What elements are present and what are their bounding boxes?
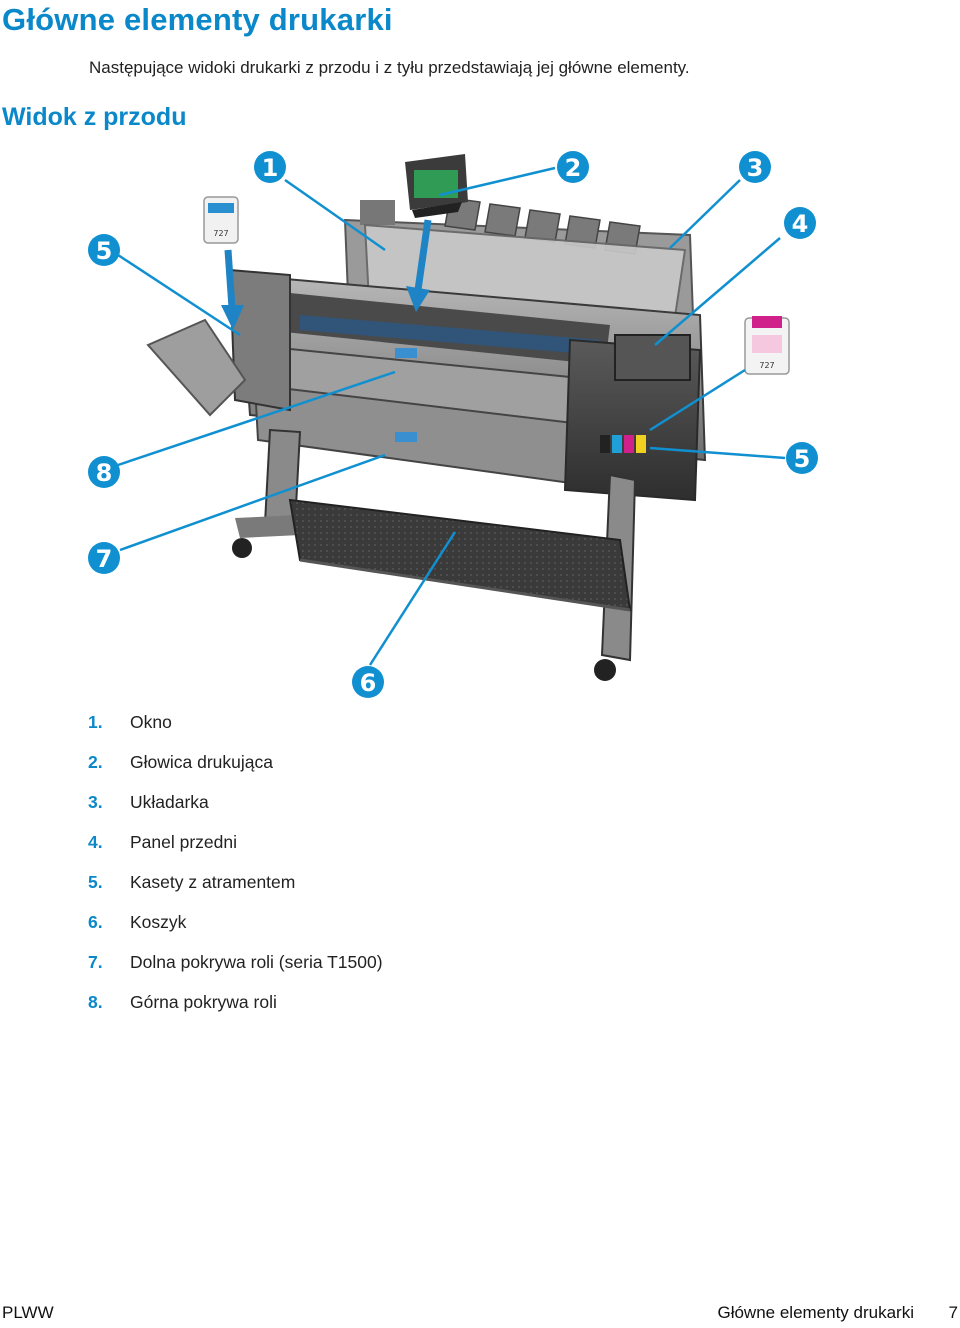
callout-5-left: 5 [88,234,120,266]
callout-3: 3 [739,151,771,183]
section-title: Widok z przodu [2,103,187,131]
printer-illustration [146,197,707,681]
callout-1: 1 [254,151,286,183]
list-item: 5. Kasety z atramentem [88,862,383,902]
list-item: 8. Górna pokrywa roli [88,982,383,1022]
item-number: 4. [88,831,103,852]
list-item: 2. Głowica drukująca [88,742,383,782]
item-label: Głowica drukująca [130,751,273,772]
item-label: Kasety z atramentem [130,871,296,892]
callout-5-right: 5 [786,442,818,474]
item-number: 1. [88,711,103,732]
item-label: Okno [130,711,172,732]
footer-section-title: Główne elementy drukarki [717,1303,914,1322]
printer-front-view-figure: 727 727 1 2 3 4 5 5 6 7 8 [88,151,818,698]
item-label: Górna pokrywa roli [130,991,277,1012]
list-item: 4. Panel przedni [88,822,383,862]
list-item: 3. Układarka [88,782,383,822]
list-item: 7. Dolna pokrywa roli (seria T1500) [88,942,383,982]
svg-text:727: 727 [213,229,228,238]
svg-text:7: 7 [96,545,113,573]
callout-6: 6 [352,666,384,698]
svg-text:2: 2 [565,154,582,182]
page-title: Główne elementy drukarki [2,2,393,37]
leader-lines [117,166,786,666]
svg-text:3: 3 [747,154,764,182]
page-number: 7 [948,1303,958,1322]
svg-text:5: 5 [794,445,811,473]
item-number: 7. [88,951,103,972]
svg-text:6: 6 [360,669,377,697]
parts-list: 1. Okno 2. Głowica drukująca 3. Układarka 4… [88,702,383,1022]
item-number: 8. [88,991,103,1012]
callout-2: 2 [557,151,589,183]
callout-7: 7 [88,542,120,574]
callout-8: 8 [88,456,120,488]
list-item: 1. Okno [88,702,383,742]
svg-text:8: 8 [96,459,113,487]
ink-cartridge-magenta-illustration: 727 [744,316,790,375]
item-number: 6. [88,911,103,932]
printhead-illustration [405,154,468,218]
footer-doc-code: PLWW [2,1303,54,1322]
svg-text:5: 5 [96,237,113,265]
ink-cartridge-black-illustration: 727 [203,196,239,244]
svg-text:4: 4 [792,210,809,238]
item-label: Układarka [130,791,209,812]
item-label: Koszyk [130,911,187,932]
item-label: Dolna pokrywa roli (seria T1500) [130,951,383,972]
item-number: 2. [88,751,103,772]
item-number: 5. [88,871,103,892]
svg-text:1: 1 [262,154,279,182]
callout-4: 4 [784,207,816,239]
intro-text: Następujące widoki drukarki z przodu i z… [89,58,690,77]
item-label: Panel przedni [130,831,238,852]
item-number: 3. [88,791,103,812]
svg-text:727: 727 [759,361,774,370]
page-footer: PLWW Główne elementy drukarki 7 [0,1303,960,1327]
list-item: 6. Koszyk [88,902,383,942]
